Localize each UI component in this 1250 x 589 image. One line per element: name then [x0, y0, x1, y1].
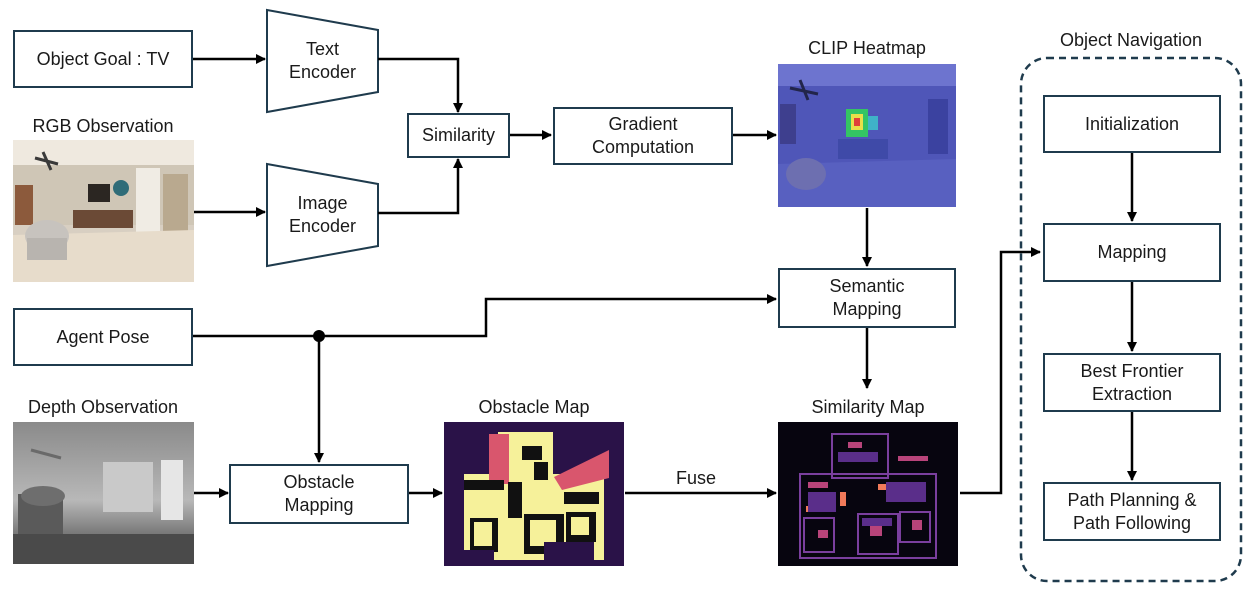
- rgb-observation-image: [13, 140, 194, 282]
- agent-pose-box: Agent Pose: [13, 308, 193, 366]
- object-navigation-title: Object Navigation: [1059, 30, 1203, 50]
- nav-step-initialization: Initialization: [1043, 95, 1221, 153]
- object-navigation-container: [1019, 56, 1243, 583]
- text-encoder-shape: [266, 8, 379, 114]
- arrow-pose-to-semantic: [192, 294, 777, 338]
- text-encoder-label: Text Encoder: [288, 39, 357, 82]
- obstacle-mapping-box: Obstacle Mapping: [229, 464, 409, 524]
- rgb-observation-caption: RGB Observation: [32, 116, 174, 136]
- clip-heatmap-caption: CLIP Heatmap: [808, 38, 926, 58]
- similarity-box: Similarity: [407, 113, 510, 158]
- gradient-computation-box: Gradient Computation: [553, 107, 733, 165]
- depth-observation-image: [13, 422, 194, 564]
- similarity-map-image: [778, 422, 958, 566]
- obstacle-map-caption: Obstacle Map: [478, 397, 590, 417]
- depth-observation-caption: Depth Observation: [27, 397, 179, 417]
- arrow-image-encoder-to-similarity: [378, 158, 463, 215]
- fuse-label: Fuse: [675, 468, 717, 488]
- image-encoder-label: Image Encoder: [288, 193, 357, 236]
- object-goal-box: Object Goal : TV: [13, 30, 193, 88]
- nav-step-mapping: Mapping: [1043, 223, 1221, 282]
- image-encoder-shape: [266, 162, 379, 268]
- clip-heatmap-image: [778, 64, 956, 207]
- nav-step-best-frontier-extraction: Best Frontier Extraction: [1043, 353, 1221, 412]
- obstacle-map-image: [444, 422, 624, 566]
- semantic-mapping-box: Semantic Mapping: [778, 268, 956, 328]
- arrow-text-encoder-to-similarity: [378, 57, 463, 113]
- nav-step-path-planning: Path Planning & Path Following: [1043, 482, 1221, 541]
- arrow-similarity-map-to-navigation: [960, 247, 1041, 495]
- similarity-map-caption: Similarity Map: [811, 397, 925, 417]
